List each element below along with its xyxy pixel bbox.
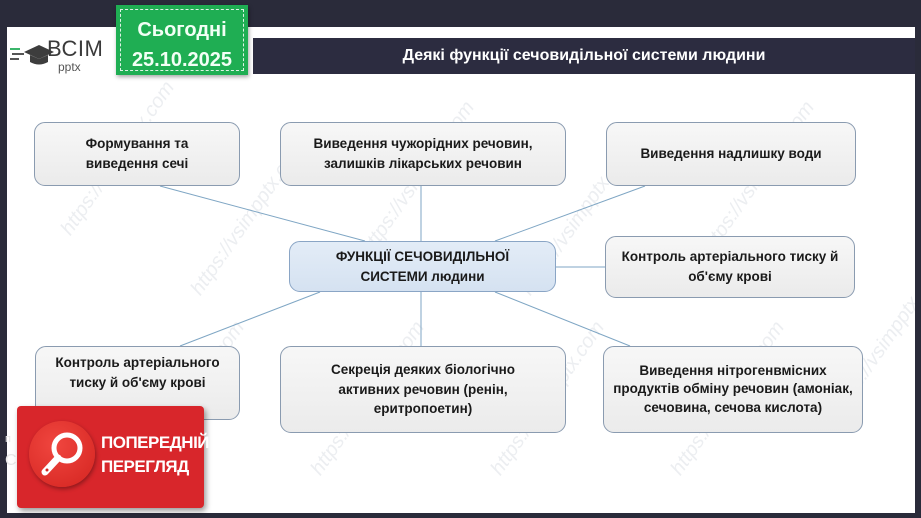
function-node-text: Виведення чужорідних речовин, залишків л…	[313, 136, 533, 171]
slide-title-bar: Деякі функції сечовидільної системи люди…	[253, 38, 915, 74]
date-badge-border	[120, 9, 244, 71]
function-node-middle-right: Контроль артеріального тиску й об'єму кр…	[605, 236, 855, 298]
magnifier-icon	[41, 432, 83, 476]
center-node: ФУНКЦІЇ СЕЧОВИДІЛЬНОЇ СИСТЕМИ людини	[289, 241, 556, 292]
function-node-bottom-right: Виведення нітрогенвмісних продуктів обмі…	[603, 346, 863, 433]
logo-subtext: pptx	[58, 60, 81, 74]
function-node-top-middle: Виведення чужорідних речовин, залишків л…	[280, 122, 566, 186]
function-node-text: Виведення надлишку води	[640, 146, 822, 162]
preview-icon-circle	[29, 421, 95, 487]
preview-badge[interactable]: ПОПЕРЕДНІЙ ПЕРЕГЛЯД	[17, 406, 210, 508]
vsim-logo	[10, 38, 110, 74]
center-node-text: ФУНКЦІЇ СЕЧОВИДІЛЬНОЇ СИСТЕМИ людини	[335, 248, 510, 284]
side-label-fragment: С	[5, 452, 17, 469]
function-node-top-right: Виведення надлишку води	[606, 122, 856, 186]
function-node-text: Контроль артеріального тиску й об'єму кр…	[55, 355, 220, 390]
function-node-top-left: Формування та виведення сечі	[34, 122, 240, 186]
function-node-text: Контроль артеріального тиску й об'єму кр…	[621, 249, 839, 284]
date-value: 25.10.2025	[131, 49, 233, 71]
logo-text: ВСІМ	[47, 36, 104, 61]
function-node-bottom-middle: Секреція деяких біологічно активних речо…	[280, 346, 566, 433]
function-node-text: Виведення нітрогенвмісних продуктів обмі…	[613, 363, 853, 415]
date-label: Сьогодні	[137, 19, 227, 41]
function-node-text: Формування та виведення сечі	[85, 136, 189, 171]
side-label-fragment: п	[5, 433, 11, 445]
function-node-text: Секреція деяких біологічно активних речо…	[331, 362, 515, 417]
preview-label-line1: ПОПЕРЕДНІЙ	[101, 433, 210, 452]
slide-title: Деякі функції сечовидільної системи люди…	[402, 47, 766, 64]
date-badge: Сьогодні 25.10.2025	[116, 5, 248, 75]
preview-label-line2: ПЕРЕГЛЯД	[101, 457, 189, 476]
graduation-cap-icon	[10, 45, 54, 65]
